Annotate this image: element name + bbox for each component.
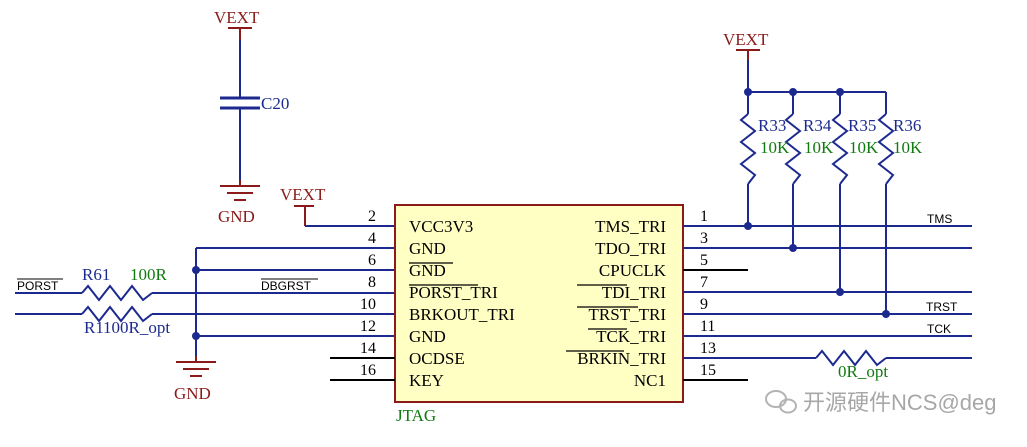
junctions bbox=[192, 88, 890, 340]
r1-ref: R1 bbox=[84, 318, 104, 337]
watermark-text: 开源硬件NCS@deg bbox=[803, 390, 997, 415]
junction-tdo bbox=[789, 244, 797, 252]
resistors bbox=[81, 113, 895, 367]
r33-ref: R33 bbox=[758, 116, 786, 135]
component-labels: C20 R61 100R R1 100R_opt R33 10K R34 10K… bbox=[82, 94, 923, 381]
pin-numbers: 2 4 6 8 10 12 14 16 1 3 5 7 9 11 13 15 bbox=[360, 208, 716, 379]
junction-pullup-left bbox=[744, 88, 752, 96]
power-labels: VEXT VEXT VEXT GND GND bbox=[174, 8, 769, 403]
net-tms: TMS bbox=[927, 212, 952, 226]
jtag-connector-body bbox=[394, 204, 684, 403]
junction-pullup-r34 bbox=[789, 88, 797, 96]
r34-ref: R34 bbox=[803, 116, 832, 135]
vext-left-label: VEXT bbox=[280, 185, 326, 204]
resistor-r0-opt bbox=[815, 349, 887, 367]
pin-num-7: 7 bbox=[700, 274, 708, 291]
pin-num-4: 4 bbox=[368, 230, 376, 247]
pin-name-ocdse: OCDSE bbox=[409, 349, 465, 368]
resistor-r34 bbox=[784, 113, 802, 185]
pin-num-14: 14 bbox=[360, 340, 376, 357]
pin-num-9: 9 bbox=[700, 296, 708, 313]
net-dbgrst: DBGRST bbox=[261, 279, 312, 293]
pin-num-1: 1 bbox=[700, 208, 708, 225]
pin-num-10: 10 bbox=[360, 296, 376, 313]
pin-name-gnd6: GND bbox=[409, 261, 446, 280]
pin-name-nc1: NC1 bbox=[634, 371, 666, 390]
pin-leads bbox=[330, 269, 748, 381]
resistor-r61 bbox=[81, 284, 153, 302]
r61-value: 100R bbox=[130, 265, 168, 284]
pin-name-brkin-tri: BRKIN_TRI bbox=[577, 349, 666, 368]
pin-name-tdo-tri: TDO_TRI bbox=[595, 239, 666, 258]
junction-gnd-12 bbox=[192, 332, 200, 340]
pin-name-cpuclk: CPUCLK bbox=[599, 261, 667, 280]
capacitor-c20 bbox=[220, 96, 260, 110]
pin-num-6: 6 bbox=[368, 252, 376, 269]
pin-num-12: 12 bbox=[360, 318, 376, 335]
pin-name-gnd4: GND bbox=[409, 239, 446, 258]
junction-tdi bbox=[836, 288, 844, 296]
r35-ref: R35 bbox=[848, 116, 876, 135]
pin-num-3: 3 bbox=[700, 230, 708, 247]
pin-name-gnd12: GND bbox=[409, 327, 446, 346]
pin-num-8: 8 bbox=[368, 274, 376, 291]
resistor-r1 bbox=[81, 305, 153, 323]
r61-ref: R61 bbox=[82, 265, 110, 284]
wechat-icon bbox=[765, 390, 797, 414]
pin-name-vcc3v3: VCC3V3 bbox=[409, 217, 473, 236]
pin-num-13: 13 bbox=[700, 340, 716, 357]
pin-num-2: 2 bbox=[368, 208, 376, 225]
pin-name-tdi-tri: TDI_TRI bbox=[602, 283, 667, 302]
pin-num-5: 5 bbox=[700, 252, 708, 269]
pin-num-16: 16 bbox=[360, 362, 376, 379]
junction-pullup-r35 bbox=[836, 88, 844, 96]
power-symbols bbox=[176, 27, 760, 377]
vext-top-label: VEXT bbox=[214, 8, 260, 27]
wires bbox=[15, 38, 972, 359]
r1-value: 100R_opt bbox=[103, 318, 170, 337]
resistor-r35 bbox=[831, 113, 849, 185]
pin-name-trst-tri: TRST_TRI bbox=[589, 305, 667, 324]
pin-name-porst-tri: PORST_TRI bbox=[409, 283, 498, 302]
net-porst: PORST bbox=[17, 279, 59, 293]
watermark: 开源硬件NCS@deg bbox=[765, 390, 997, 415]
pin-name-key: KEY bbox=[409, 371, 444, 390]
gnd-top-label: GND bbox=[218, 207, 255, 226]
jtag-designator: JTAG bbox=[396, 406, 436, 425]
c20-ref: C20 bbox=[261, 94, 289, 113]
r0-opt-value: 0R_opt bbox=[838, 362, 888, 381]
junction-trst bbox=[882, 310, 890, 318]
r36-ref: R36 bbox=[893, 116, 921, 135]
pin-num-15: 15 bbox=[700, 362, 716, 379]
vext-right-label: VEXT bbox=[723, 30, 769, 49]
r34-value: 10K bbox=[804, 138, 834, 157]
pin-name-tms-tri: TMS_TRI bbox=[595, 217, 666, 236]
pin-name-brkout-tri: BRKOUT_TRI bbox=[409, 305, 515, 324]
junction-gnd-6 bbox=[192, 266, 200, 274]
pin-names: VCC3V3 GND GND PORST_TRI BRKOUT_TRI GND … bbox=[409, 217, 667, 390]
pin-name-tck-tri: TCK_TRI bbox=[596, 327, 666, 346]
net-trst: TRST bbox=[926, 300, 958, 314]
pin-leads-right bbox=[683, 225, 748, 359]
r35-value: 10K bbox=[849, 138, 879, 157]
pin-num-11: 11 bbox=[700, 318, 715, 335]
resistor-r36 bbox=[877, 113, 895, 185]
resistor-r33 bbox=[739, 113, 757, 185]
net-labels: PORST DBGRST TMS TRST TCK bbox=[17, 212, 958, 336]
pin-overbars bbox=[409, 262, 638, 352]
net-tck: TCK bbox=[927, 322, 951, 336]
r36-value: 10K bbox=[893, 138, 923, 157]
gnd-bottom-label: GND bbox=[174, 384, 211, 403]
r33-value: 10K bbox=[760, 138, 790, 157]
